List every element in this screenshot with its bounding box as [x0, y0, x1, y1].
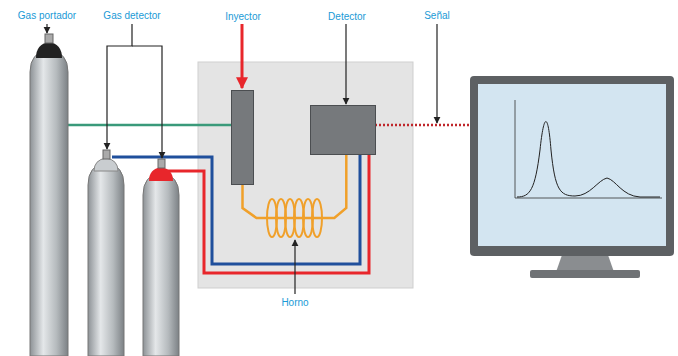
carrier-line — [68, 124, 231, 127]
oven-label: Horno — [280, 297, 309, 308]
instrument-panel — [198, 62, 413, 288]
coil-winding — [312, 199, 322, 237]
leader-line — [345, 24, 346, 104]
gas-cylinder — [88, 150, 124, 356]
part-name: Detector — [327, 11, 367, 22]
injection-arrow — [241, 24, 244, 88]
leader-line — [132, 46, 162, 158]
leader-line — [436, 24, 437, 123]
gas-label: Gas portador — [17, 10, 77, 21]
detector-gas-line — [166, 155, 369, 273]
injector-box: Inyector — [231, 90, 254, 185]
detector-box: Detector — [310, 105, 376, 155]
leader-line — [107, 24, 132, 149]
gas-cylinder — [143, 159, 179, 356]
signal-label: Señal — [423, 10, 451, 21]
monitor — [470, 76, 674, 278]
leader-line — [294, 240, 295, 294]
part-name: Inyector — [224, 11, 262, 22]
signal-line — [375, 124, 470, 127]
gas-label: Gas detector — [102, 10, 161, 21]
gas-cylinder — [30, 34, 68, 356]
leader-line — [46, 24, 47, 33]
